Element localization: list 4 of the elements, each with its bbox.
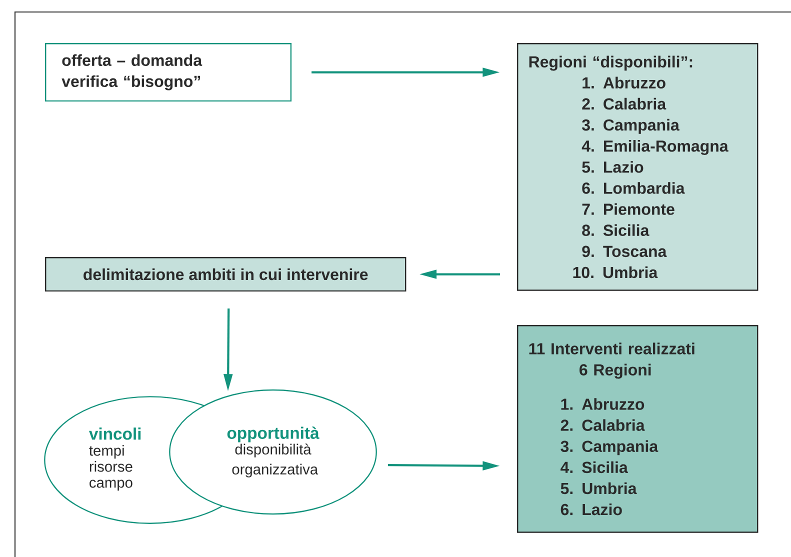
process-box: offerta – domanda verifica “bisogno”	[45, 43, 292, 102]
process-box: delimitazione ambiti in cui intervenire	[45, 257, 406, 292]
result-box: 11 Interventi realizzati 6 Regioni 1. Abruzzo 2. Calabria 3. Campania 4. Sicilia 5. Umbria 6. Lazio	[517, 325, 758, 533]
list-box: Regioni “disponibili”: 1. Abruzzo 2. Calabria 3. Campania 4. Emilia-Romagna 5. Lazio 6. Lombardia 7. Piemonte 8. Sicilia 9. Toscana 10. Umbria	[517, 43, 758, 291]
